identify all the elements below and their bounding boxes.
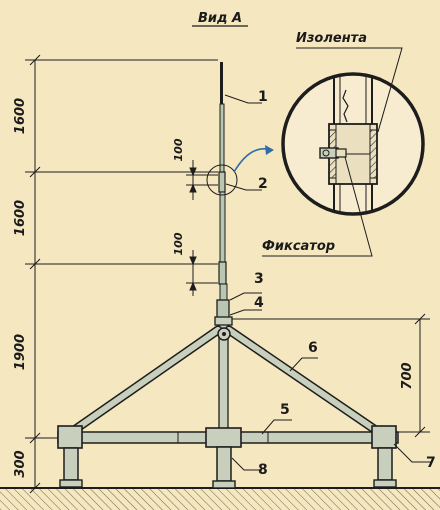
joint-dimension-lower: [186, 250, 218, 296]
strut-left: [65, 325, 223, 438]
left-foot: [59, 447, 83, 488]
callout-tape: Изолента: [296, 31, 367, 46]
right-foot: [373, 447, 397, 488]
part-number-7: 7: [426, 455, 436, 471]
part-number-6: 6: [308, 340, 318, 356]
part-number-2: 2: [258, 176, 268, 192]
dim-segment-top: 1600: [13, 98, 28, 134]
callout-tape-leader: [296, 47, 403, 133]
part-number-3: 3: [254, 271, 264, 287]
part-number-8: 8: [258, 462, 268, 478]
dim-joint-upper: 100: [172, 138, 185, 161]
callout-lock: Фиксатор: [262, 239, 335, 254]
view-title: Вид А: [198, 11, 242, 26]
dim-base: 300: [13, 450, 28, 477]
part-number-5: 5: [280, 402, 290, 418]
base-crossbeam: [57, 425, 399, 449]
vertical-dimension-chain: [25, 54, 218, 494]
dim-segment-lower: 1900: [13, 334, 28, 370]
part-number-1: 1: [258, 89, 268, 105]
part-number-4: 4: [254, 295, 264, 311]
joint-dimension-upper: [186, 160, 218, 200]
dim-strut-height: 700: [400, 362, 415, 389]
detail-view: [281, 72, 425, 216]
mast: [216, 62, 230, 489]
callout-lock-leader: [262, 156, 373, 257]
strut-right: [224, 325, 385, 438]
part-leaders: [224, 94, 432, 471]
dim-joint-lower: 100: [172, 232, 185, 255]
dim-segment-middle: 1600: [13, 200, 28, 236]
ground: [0, 487, 440, 510]
strut-height-dimension: [232, 313, 430, 438]
detail-marker-circle: [206, 164, 238, 196]
collar-assembly: [214, 316, 233, 341]
center-foot: [212, 446, 236, 489]
detail-arrow-head: [265, 145, 274, 155]
